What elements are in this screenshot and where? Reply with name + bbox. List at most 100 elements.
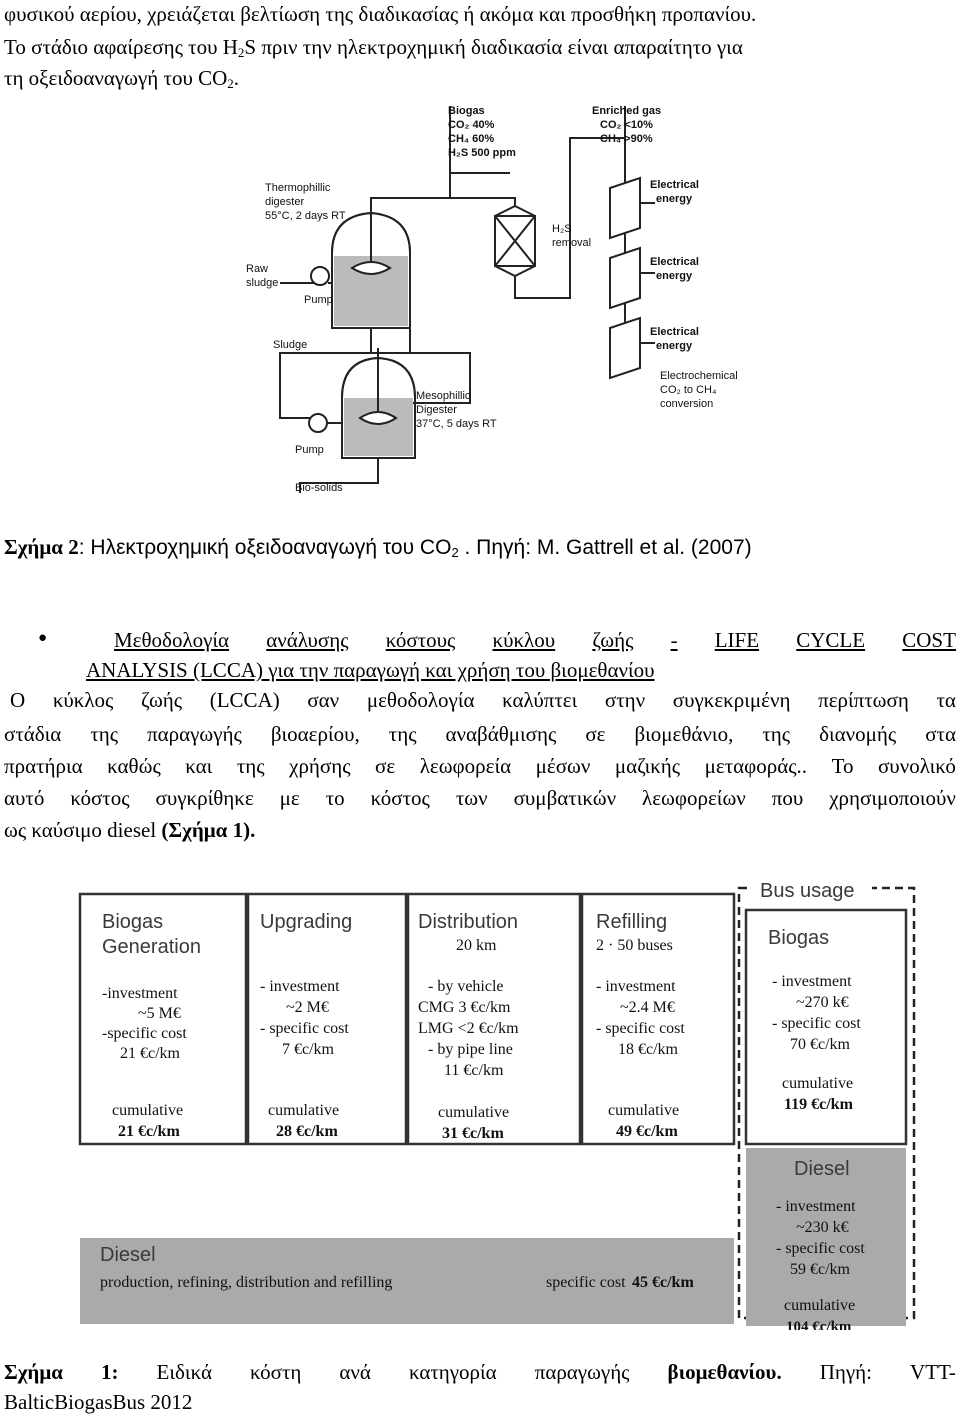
bus-biogas-title: Biogas [768,927,829,949]
word: κύκλος [52,688,114,712]
diesel-row-desc: production, refining, distribution and r… [100,1274,392,1291]
word: των [455,786,488,810]
word: VTT- [910,1360,956,1384]
word: συγκρίθηκε [155,786,254,810]
word: λεωφορείων [642,786,746,810]
word: αυτό [4,786,45,810]
biogas-gen-cum: cumulative [112,1102,183,1119]
figure-2-caption: Σχήμα 2: Ηλεκτροχημική οξειδοαναγωγή του… [4,535,752,560]
bullet-heading-line-2: ANALYSIS (LCCA) για την παραγωγή και χρή… [86,658,655,682]
distribution-c: LMG <2 €c/km [418,1020,519,1037]
word: πρατήρια [4,754,83,778]
bus-diesel-b: ~230 k€ [796,1219,849,1236]
upgrading-b: ~2 M€ [286,999,329,1016]
word: το [325,786,345,810]
word: μαζικής [614,754,681,778]
refilling-title: Refilling [596,911,667,933]
word: περίπτωση [818,688,909,712]
refilling-sub: 2 · 50 buses [596,937,673,954]
elec-energy-3a: Electrical [650,326,699,338]
h2s-removal-2: removal [552,237,591,249]
enriched-co2: CO₂ <10% [600,119,653,131]
refilling-cum-value: 49 €c/km [616,1123,678,1140]
pump-label-1: Pump [304,294,333,306]
paragraph-line-5: ως καύσιμο diesel (Σχήμα 1). [4,818,956,843]
electrochem-3: conversion [660,398,713,410]
biogas-gen-c: -specific cost [102,1025,187,1042]
intro-line-2: Το στάδιο αφαίρεσης του H2S πριν την ηλε… [4,35,956,61]
word: στην [604,688,646,712]
word: μεθοδολογία [366,688,475,712]
upgrading-d: 7 €c/km [282,1041,335,1058]
word: της [762,722,791,746]
bus-biogas-cum-value: 119 €c/km [784,1096,854,1113]
intro-line-3: τη οξειδοαναγωγή του CO2. [4,66,956,92]
bus-biogas-b: ~270 k€ [796,994,849,1011]
word: διανομής [819,722,897,746]
word: Μεθοδολογία [114,628,230,652]
biogas-label: Biogas [448,105,485,117]
word: που [771,786,804,810]
word: αναβάθμισης [445,722,557,746]
subscript: 2 [451,545,459,560]
biogas-gen-cum-value: 21 €c/km [118,1123,180,1140]
word: κόστους [385,628,456,652]
word: και [185,754,213,778]
word: Ο [10,688,26,712]
word: (LCCA) [209,688,280,712]
word: βιοαερίου, [270,722,360,746]
distribution-e: 11 €c/km [444,1062,504,1079]
refilling-a: - investment [596,978,676,995]
word: ανά [339,1360,371,1384]
word: COST [902,628,956,652]
distribution-sub: 20 km [456,937,497,954]
word: κόστος [70,786,130,810]
word: - [670,628,678,652]
biogas-gen-b: ~5 M€ [138,1005,181,1022]
bus-biogas-c: - specific cost [772,1015,861,1032]
diesel-row-sc-value: 45 €c/km [632,1274,694,1291]
word: κύκλου [492,628,556,652]
word: στα [925,722,956,746]
subscript: 2 [227,76,234,91]
word: ζωής [141,688,183,712]
distribution-d: - by pipe line [428,1041,513,1058]
meso-label-3: 37°C, 5 days RT [416,418,497,430]
bus-diesel-d: 59 €c/km [790,1261,851,1278]
word: χρήσης [289,754,351,778]
word: LIFE [714,628,760,652]
biogas-gen-a: -investment [102,985,178,1002]
elec-energy-3b: energy [656,340,693,352]
bus-diesel-cum-value: 104 €c/km [786,1319,852,1330]
refilling-c: - specific cost [596,1020,685,1037]
word: καθώς [107,754,161,778]
electrochem-2: CO₂ to CH₄ [660,384,717,396]
upgrading-cum: cumulative [268,1102,339,1119]
word: μέσων [535,754,591,778]
upgrading-cum-value: 28 €c/km [276,1123,338,1140]
upgrading-a: - investment [260,978,340,995]
caption-label: Σχήμα 2 [4,535,79,559]
word: βιομεθανίου. [667,1360,782,1384]
upgrading-title: Upgrading [260,911,352,933]
meso-label-2: Digester [416,404,457,416]
raw-sludge-2: sludge [246,277,278,289]
bus-biogas-d: 70 €c/km [790,1036,851,1053]
word: βιομεθάνιο, [634,722,734,746]
word: συνολικό [877,754,956,778]
word: στάδια [4,722,62,746]
thermo-label-2: digester [265,196,304,208]
word: παραγωγής [534,1360,630,1384]
biogas-gen-title-1: Biogas [102,911,163,933]
electrochemical-process-diagram: Biogas CO₂ 40% CH₄ 60% H₂S 500 ppm Enric… [246,105,738,494]
word: λεωφορεία [419,754,512,778]
word: συγκεκριμένη [672,688,791,712]
word: Πηγή: [819,1360,872,1384]
biogas-gen-title-2: Generation [102,936,201,958]
bullet-icon: ● [38,630,48,646]
word: Το [831,754,854,778]
distribution-a: - by vehicle [428,978,504,995]
thermo-label-1: Thermophillic [265,182,331,194]
